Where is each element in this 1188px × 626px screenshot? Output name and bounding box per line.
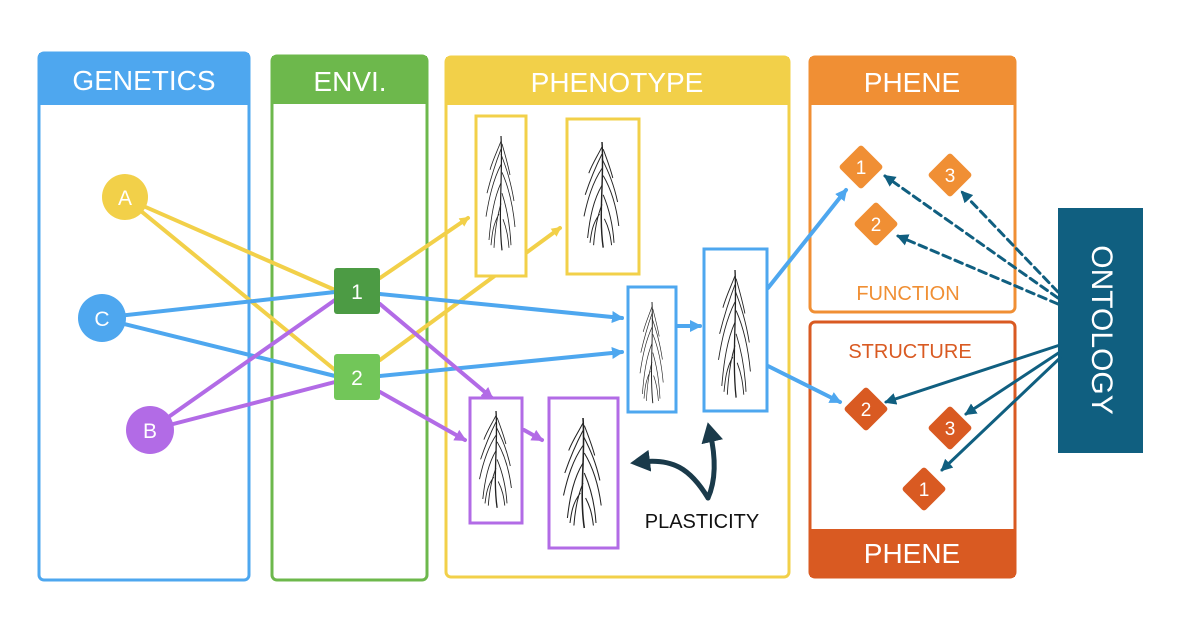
plasticity-arrow-left (630, 449, 711, 501)
environment-node-2: 2 (334, 354, 380, 400)
environment-column-header (272, 56, 427, 104)
ontology-to-function-1 (883, 174, 1060, 300)
allele-b-circle (126, 406, 174, 454)
root-image-blue-2 (702, 247, 769, 413)
phene-top-title: PHENE (864, 67, 960, 98)
arrow-env1-to-root-purple-1 (378, 302, 494, 400)
allele-a-label: A (118, 187, 132, 210)
ontology-box-bg (1058, 208, 1143, 453)
function-phene-3: 3 (928, 153, 972, 197)
arrow-purple-root-transition (522, 428, 544, 442)
plasticity-label: PLASTICITY (645, 511, 759, 533)
function-label: FUNCTION (856, 283, 959, 305)
structure-diamond-3 (928, 406, 972, 450)
ontology-to-function-3 (960, 190, 1060, 294)
structure-phene-2: 2 (844, 387, 888, 431)
connectors (98, 174, 1062, 501)
arrow-to-function-1 (766, 188, 848, 290)
allele-b: B (126, 406, 174, 454)
root-frame-yellow-2 (565, 117, 641, 276)
environment-node-2-label: 2 (351, 367, 363, 390)
phenotype-column-title: PHENOTYPE (531, 67, 704, 98)
structure-diamond-2 (844, 387, 888, 431)
function-phene-2: 2 (854, 202, 898, 246)
function-diamond-3-label: 3 (945, 166, 956, 187)
root-image-purple-1 (468, 396, 524, 525)
environment-node-2-box (334, 354, 380, 400)
phene-structure-footer (810, 529, 1015, 577)
arrow-env2-to-root-purple-1 (378, 390, 467, 442)
function-diamond-2-label: 2 (871, 215, 882, 236)
ontology-to-function-2 (896, 234, 1060, 306)
link-b-env1 (148, 298, 337, 432)
ontology-to-structure-3 (964, 350, 1062, 416)
phene-function-header (810, 57, 1015, 105)
environment-column: ENVI. (270, 54, 429, 582)
allele-a: A (102, 174, 148, 220)
root-image-yellow-1 (474, 114, 528, 278)
allele-c: C (78, 294, 126, 342)
function-diamond-1-label: 1 (856, 158, 867, 179)
arrow-env1-to-root-blue-1 (378, 292, 624, 323)
environment-column-frame (270, 54, 429, 582)
allele-c-circle (78, 294, 126, 342)
phenotype-column-header (446, 57, 789, 105)
environment-column-title: ENVI. (313, 66, 386, 97)
phene-function-column: PHENE FUNCTION (808, 55, 1017, 314)
allele-a-circle (102, 174, 148, 220)
phene-structure-column: PHENE STRUCTURE (808, 320, 1017, 579)
structure-label: STRUCTURE (848, 341, 971, 363)
genetics-column: GENETICS (37, 51, 251, 582)
allele-c-label: C (94, 308, 109, 331)
structure-diamond-1-label: 1 (919, 480, 930, 501)
plasticity-arrow-up (701, 422, 723, 501)
link-b-env2 (148, 380, 337, 432)
structure-diamond-3-label: 3 (945, 419, 956, 440)
arrow-env2-to-root-blue-1 (378, 347, 624, 378)
link-c-env2 (98, 316, 337, 378)
genetics-column-header (39, 53, 249, 105)
structure-diamond-1 (902, 467, 946, 511)
function-diamond-1 (839, 145, 883, 189)
ontology-box: ONTOLOGY (1058, 208, 1143, 453)
link-c-env1 (98, 290, 337, 320)
structure-diamond-2-label: 2 (861, 400, 872, 421)
environment-node-1: 1 (334, 268, 380, 314)
root-image-purple-2 (547, 396, 620, 550)
ontology-label: ONTOLOGY (1085, 245, 1118, 414)
genetics-column-frame (37, 51, 251, 582)
environment-node-1-box (334, 268, 380, 314)
root-image-blue-1 (626, 285, 678, 414)
function-diamond-2 (854, 202, 898, 246)
arrow-env2-to-root-yellow-2 (378, 226, 562, 362)
arrow-env1-to-root-yellow-1 (378, 216, 470, 280)
function-diamond-3 (928, 153, 972, 197)
link-a-env1 (123, 196, 337, 292)
arrow-to-structure-2 (766, 364, 842, 404)
ontology-to-structure-1 (940, 356, 1062, 472)
structure-phene-3: 3 (928, 406, 972, 450)
phene-bottom-title: PHENE (864, 538, 960, 569)
root-image-yellow-2 (565, 117, 641, 276)
genetics-column-title: GENETICS (72, 65, 215, 96)
structure-phene-1: 1 (902, 467, 946, 511)
environment-node-1-label: 1 (351, 281, 363, 304)
function-phene-1: 1 (839, 145, 883, 189)
ontology-to-structure-2 (884, 343, 1062, 405)
allele-b-label: B (143, 420, 157, 443)
link-a-env2 (123, 196, 337, 372)
